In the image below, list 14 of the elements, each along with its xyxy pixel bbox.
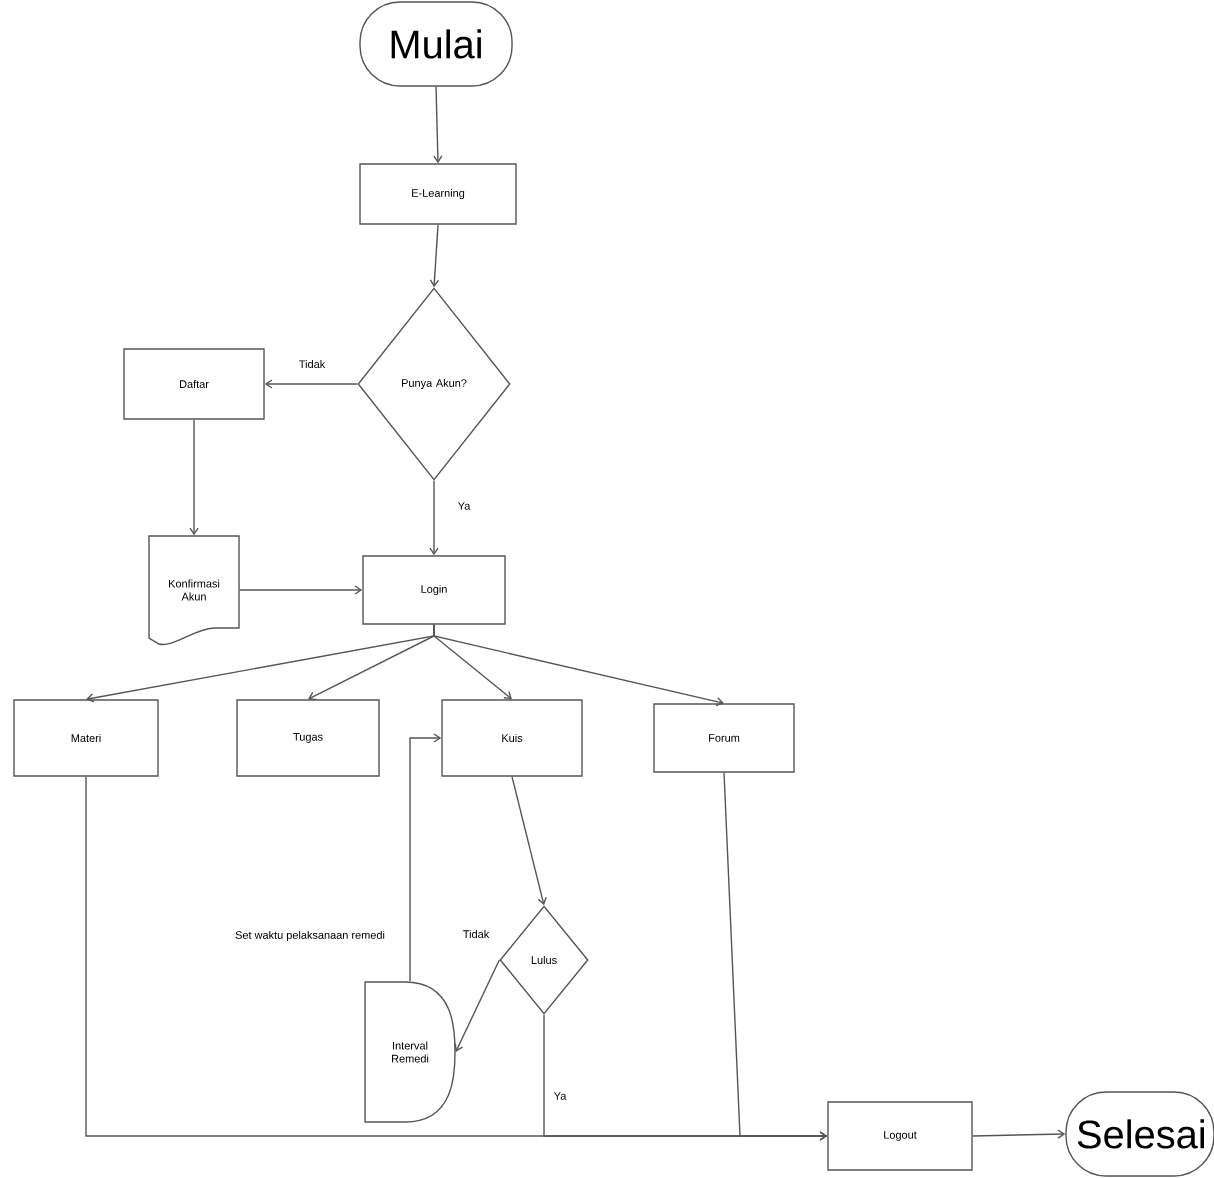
terminal: Mulai <box>359 1 513 87</box>
arrow <box>429 480 439 556</box>
arrow <box>972 1129 1066 1139</box>
terminal: Selesai <box>1065 1091 1214 1177</box>
arrow <box>511 776 547 906</box>
arrow <box>433 86 443 164</box>
arrow <box>433 624 724 707</box>
arrow <box>429 224 440 288</box>
arrow <box>409 733 442 982</box>
arrow <box>454 959 500 1052</box>
arrow <box>189 419 199 536</box>
arrow <box>264 379 358 389</box>
arrow <box>723 772 828 1141</box>
arrow <box>239 585 363 595</box>
